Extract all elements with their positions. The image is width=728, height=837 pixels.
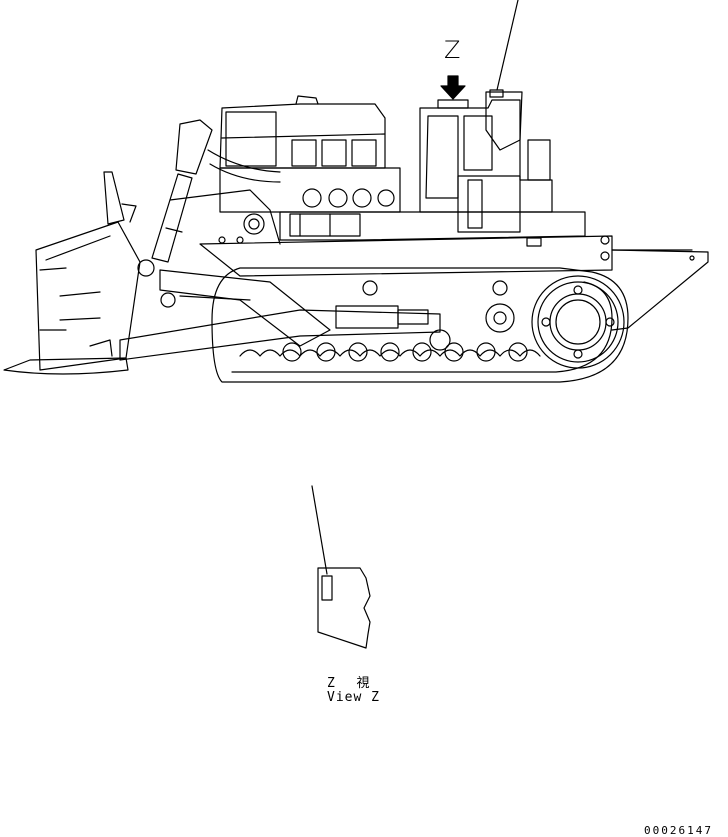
- view-arrow: [441, 76, 465, 99]
- view-caption-jp: Z 視: [327, 676, 372, 691]
- detail-label-plate: [322, 576, 332, 600]
- engine-hood: [220, 96, 400, 236]
- label-leader-line: [497, 0, 518, 90]
- view-caption-en: View Z: [327, 690, 380, 705]
- lift-cylinder: [152, 120, 280, 262]
- view-z-detail: [318, 568, 370, 648]
- roof-label-plate: [490, 90, 503, 97]
- view-letter-label: Z: [444, 36, 461, 64]
- detail-leader-line: [312, 486, 327, 574]
- dozer-blade: [4, 172, 140, 374]
- track-rollers: [283, 281, 527, 361]
- sprocket: [532, 276, 624, 368]
- push-arm: [120, 260, 440, 360]
- drawing-number: 00026147: [644, 824, 713, 837]
- operator-cab: [420, 90, 552, 232]
